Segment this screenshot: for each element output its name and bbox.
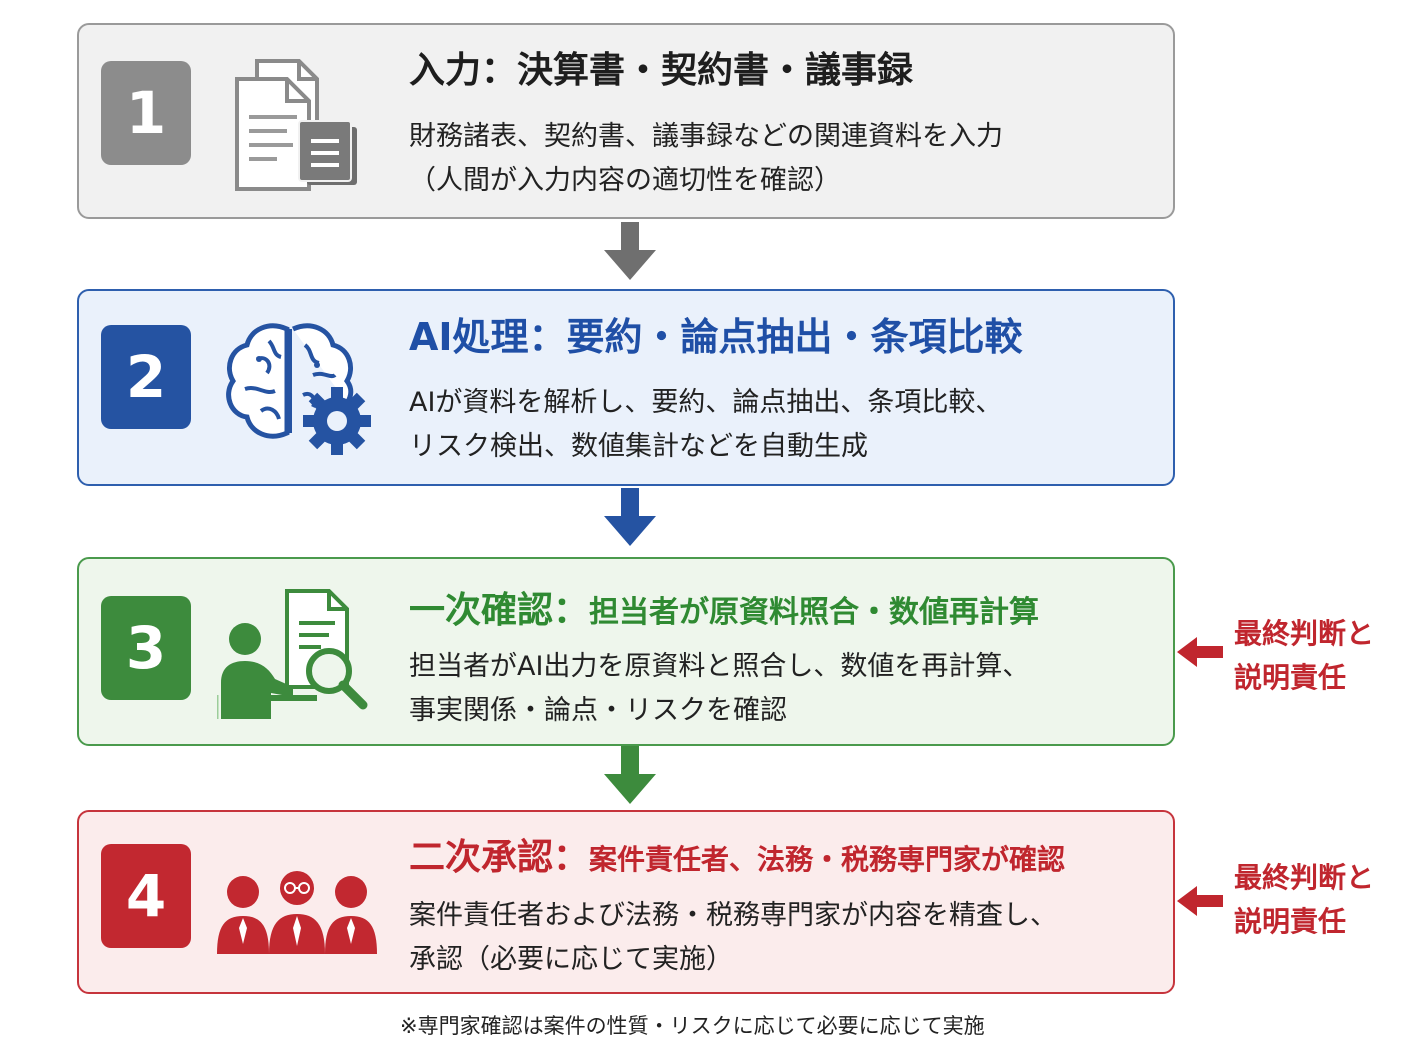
step-number-badge: 3 bbox=[101, 596, 191, 700]
step-description: 担当者がAI出力を原資料と照合し、数値を再計算、 事実関係・論点・リスクを確認 bbox=[409, 645, 1159, 733]
people-group-icon bbox=[217, 871, 377, 954]
step-title: 入力：決算書・契約書・議事録 bbox=[409, 50, 914, 91]
step-number-badge: 4 bbox=[101, 844, 191, 948]
step-description-line: AIが資料を解析し、要約、論点抽出、条項比較、 bbox=[409, 387, 1003, 418]
step-description-line: 財務諸表、契約書、議事録などの関連資料を入力 bbox=[409, 121, 1003, 152]
step-1-box: 1 入力：決算書・契約書・議事録 財務諸表、契約書、議事録などの関連資料を入力 … bbox=[77, 23, 1175, 219]
step-title-main: 一次確認： bbox=[409, 590, 590, 631]
step-description-line: 案件責任者および法務・税務専門家が内容を精査し、 bbox=[409, 900, 1057, 931]
responsibility-note-line: 説明責任 bbox=[1234, 905, 1347, 938]
left-arrow-icon bbox=[1177, 637, 1223, 667]
step-description: AIが資料を解析し、要約、論点抽出、条項比較、 リスク検出、数値集計などを自動生… bbox=[409, 381, 1159, 469]
documents-icon bbox=[235, 59, 357, 191]
step-description-line: （人間が入力内容の適切性を確認） bbox=[409, 165, 841, 196]
step-3-box: 3 一次確認：担当者が原資料照合・数値再計算 担当者がAI出力を原資料と照合し、… bbox=[77, 557, 1175, 746]
left-arrow-icon bbox=[1177, 886, 1223, 916]
responsibility-note-line: 最終判断と bbox=[1234, 617, 1375, 650]
step-description: 財務諸表、契約書、議事録などの関連資料を入力 （人間が入力内容の適切性を確認） bbox=[409, 115, 1159, 203]
footnote: ※専門家確認は案件の性質・リスクに応じて必要に応じて実施 bbox=[400, 1014, 985, 1038]
person-review-icon bbox=[217, 589, 368, 719]
responsibility-note-line: 最終判断と bbox=[1234, 861, 1375, 894]
step-4-box: 4 二次承認：案件責任者、法務・税務専門家が確認 案件責任者および法務・税務専門… bbox=[77, 810, 1175, 994]
step-2-box: 2 AI処理：要約・論点抽出・条項比較 AIが資料を解析し、要約、論点抽出、条項… bbox=[77, 289, 1175, 486]
down-arrow-icon bbox=[604, 222, 656, 280]
step-title: 二次承認：案件責任者、法務・税務専門家が確認 bbox=[409, 834, 1065, 884]
step-title-main: 二次承認： bbox=[409, 837, 590, 878]
step-title-sub: 担当者が原資料照合・数値再計算 bbox=[589, 595, 1040, 630]
responsibility-note: 最終判断と 説明責任 bbox=[1234, 856, 1404, 944]
step-description-line: リスク検出、数値集計などを自動生成 bbox=[409, 431, 868, 462]
step-title-sub: 案件責任者、法務・税務専門家が確認 bbox=[589, 843, 1066, 876]
responsibility-note-line: 説明責任 bbox=[1234, 661, 1347, 694]
down-arrow-icon bbox=[604, 488, 656, 546]
brain-gear-icon bbox=[226, 323, 371, 455]
down-arrow-icon bbox=[604, 746, 656, 804]
step-title: 一次確認：担当者が原資料照合・数値再計算 bbox=[409, 587, 1039, 637]
step-description-line: 事実関係・論点・リスクを確認 bbox=[409, 695, 787, 726]
step-description: 案件責任者および法務・税務専門家が内容を精査し、 承認（必要に応じて実施） bbox=[409, 894, 1159, 982]
step-description-line: 担当者がAI出力を原資料と照合し、数値を再計算、 bbox=[409, 651, 1030, 682]
responsibility-note: 最終判断と 説明責任 bbox=[1234, 612, 1404, 700]
step-number-badge: 2 bbox=[101, 325, 191, 429]
step-title: AI処理：要約・論点抽出・条項比較 bbox=[409, 315, 1023, 359]
step-number-badge: 1 bbox=[101, 61, 191, 165]
step-description-line: 承認（必要に応じて実施） bbox=[409, 944, 733, 975]
